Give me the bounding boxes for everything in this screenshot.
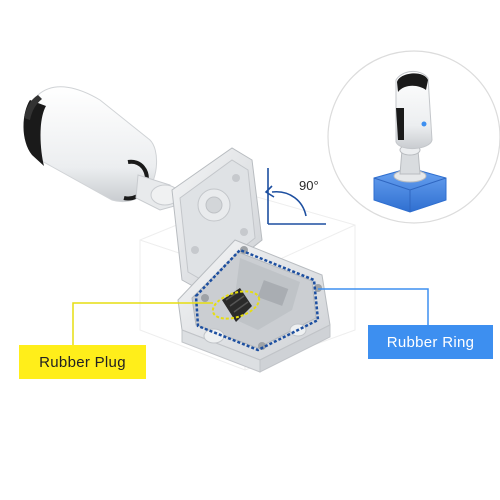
curved-arrow-icon bbox=[271, 191, 307, 217]
bullet-camera-mounted-icon bbox=[395, 71, 433, 149]
rotation-angle-label: 90° bbox=[299, 178, 319, 193]
rubber-plug-callout-box bbox=[19, 345, 146, 379]
rubber-ring-callout-box bbox=[368, 325, 493, 359]
installation-inset bbox=[327, 50, 500, 224]
plug-leader-line bbox=[72, 302, 213, 346]
ring-leader-line bbox=[318, 288, 429, 325]
rubber-ring-label: Rubber Ring bbox=[386, 333, 475, 351]
rubber-plug bbox=[222, 288, 252, 322]
rotation-indicator bbox=[264, 168, 326, 225]
rubber-ring-outline bbox=[194, 248, 320, 352]
bullet-camera bbox=[23, 86, 180, 211]
rubber-plug-label: Rubber Plug bbox=[39, 353, 126, 371]
rubber-plug-outline bbox=[211, 290, 261, 320]
junction-box-base bbox=[177, 239, 331, 373]
